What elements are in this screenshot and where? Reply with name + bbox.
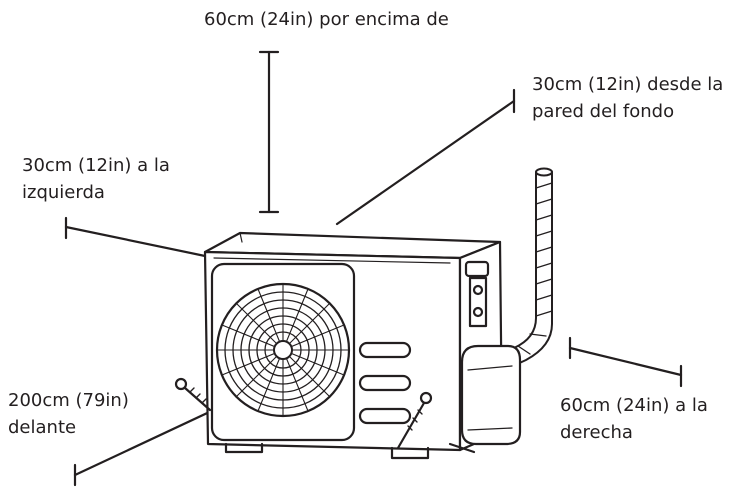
anchor-bolts [174, 377, 433, 450]
mounting-feet [224, 442, 476, 460]
back-clearance-line [335, 88, 516, 226]
right-clearance-line1: 60cm (24in) a la [560, 395, 708, 416]
right-clearance-line2: derecha [560, 422, 633, 443]
left-clearance-line [64, 216, 207, 258]
left-clearance-label: 30cm (12in) a la izquierda [22, 152, 170, 206]
back-clearance-label: 30cm (12in) desde la pared del fondo [532, 71, 723, 125]
front-clearance-label: 200cm (79in) delante [8, 387, 129, 441]
top-clearance-label: 60cm (24in) por encima de [204, 6, 449, 33]
front-clearance-line1: 200cm (79in) [8, 390, 129, 411]
fan-grille [210, 262, 356, 442]
right-clearance-line [568, 336, 683, 388]
left-clearance-line1: 30cm (12in) a la [22, 155, 170, 176]
back-clearance-line1: 30cm (12in) desde la [532, 74, 724, 95]
right-clearance-label: 60cm (24in) a la derecha [560, 392, 708, 446]
front-clearance-line2: delante [8, 417, 77, 438]
vent-slots [358, 341, 412, 425]
top-clearance-line [258, 50, 280, 214]
back-clearance-line2: pared del fondo [532, 101, 675, 122]
left-clearance-line2: izquierda [22, 182, 105, 203]
top-clearance-line1: 60cm (24in) por encima de [204, 9, 449, 30]
service-valves [460, 260, 522, 446]
